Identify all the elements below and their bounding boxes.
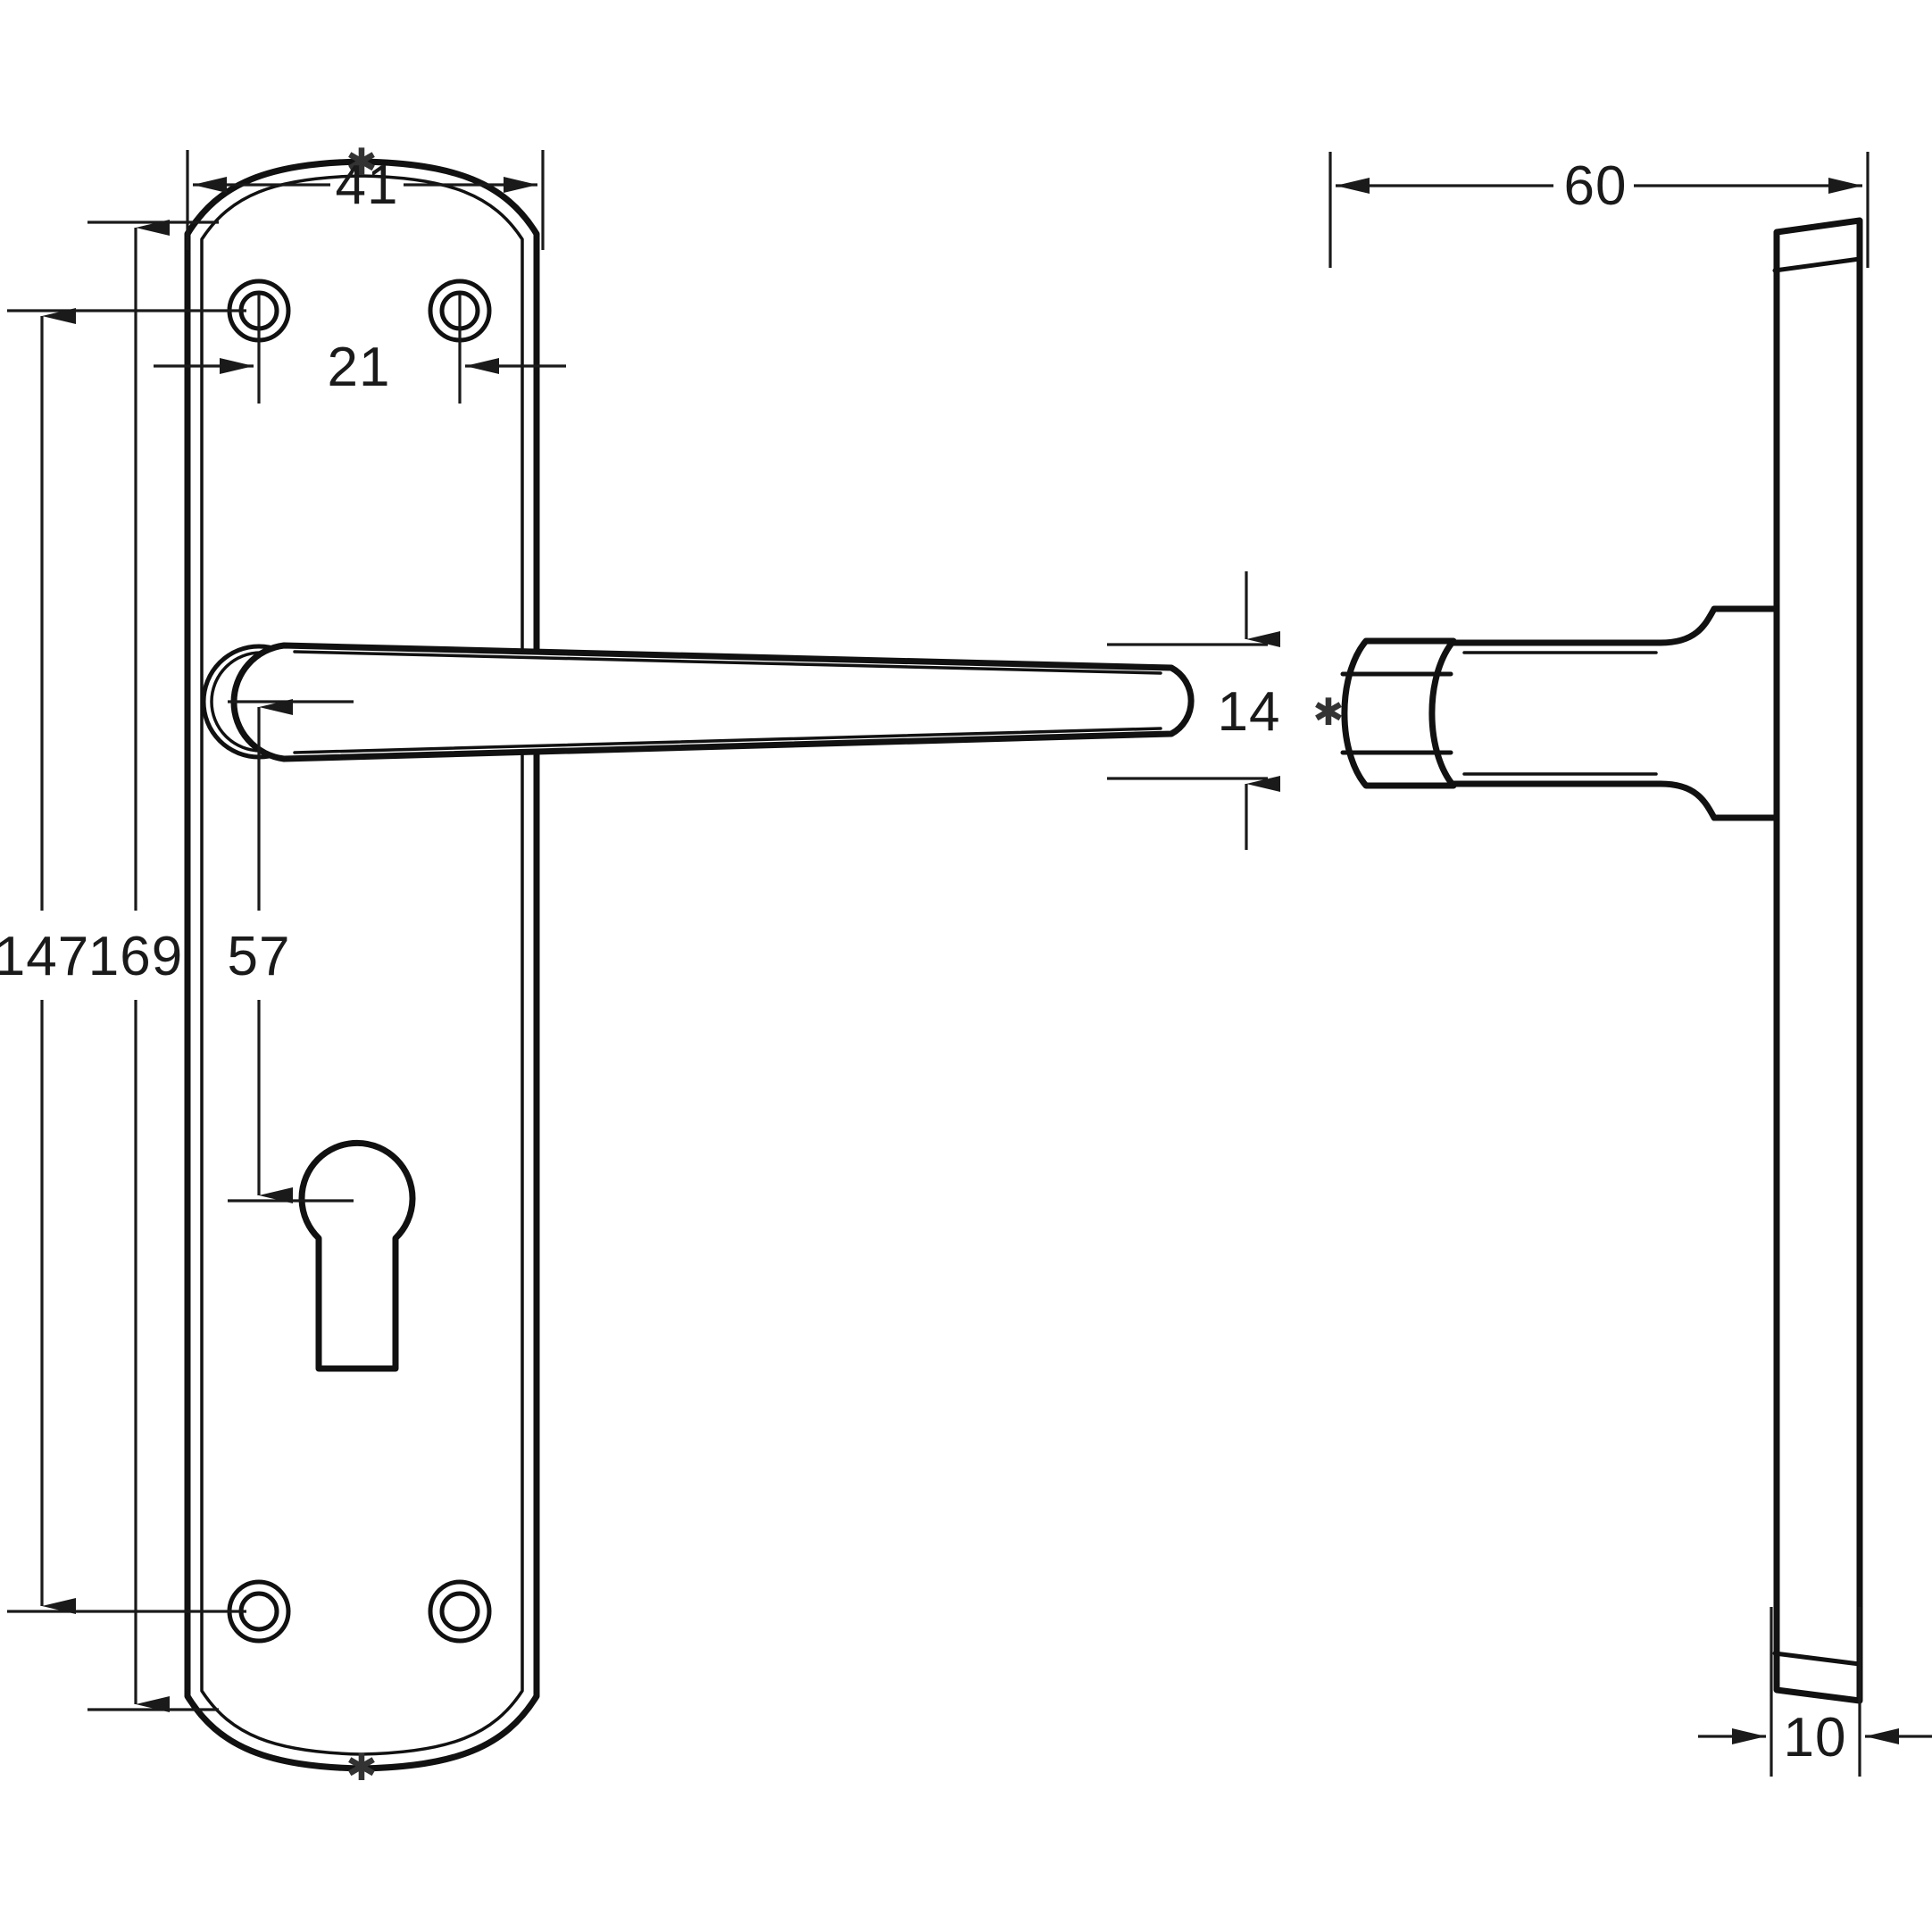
lever-highlight-bottom [293,727,1162,754]
side-plate-body [1773,217,1863,1704]
screw-hole-bottom-right-inner [439,1591,480,1632]
lever-handle-bar [230,642,1195,762]
dim-57-value: 57 [228,926,291,987]
dim-14: 14 [1107,571,1280,850]
side-plate-chamfer-bottom [1772,1651,1862,1667]
keyhole-cutout [298,1139,416,1372]
dim-10-value: 10 [1784,1707,1847,1769]
side-view: ✱ [1312,217,1863,1704]
dim-60-value: 60 [1564,155,1628,217]
screw-hole-bottom-right-outer [428,1579,492,1644]
dim-169: 169 [87,220,219,1712]
screw-hole-bottom-right [428,1579,492,1644]
lever-shank-bottom-edge [1450,780,1780,821]
lever-shank-top-edge [1450,605,1780,646]
backplate-outline [184,158,540,1772]
backplate-bevel-edge [200,174,524,1756]
centre-mark-top-icon: ✱ [346,141,377,183]
dim-60: 60 [1328,152,1870,268]
side-plate-chamfer-top [1772,256,1862,273]
dim-21: 21 [154,295,566,404]
dim-10: 10 [1698,1607,1932,1777]
side-lever-centre-mark-icon: ✱ [1312,691,1344,733]
dim-14-value: 14 [1218,681,1281,743]
dim-147: 147 [0,308,246,1614]
dim-41: 41 [186,150,545,250]
dim-147-value: 147 [0,926,89,987]
lever-highlight-top [293,650,1162,675]
dim-57: 57 [228,699,354,1203]
dim-169-value: 169 [88,926,183,987]
dim-21-value: 21 [328,337,391,398]
dim-41-value: 41 [336,154,399,216]
centre-mark-bottom-icon: ✱ [346,1746,377,1788]
